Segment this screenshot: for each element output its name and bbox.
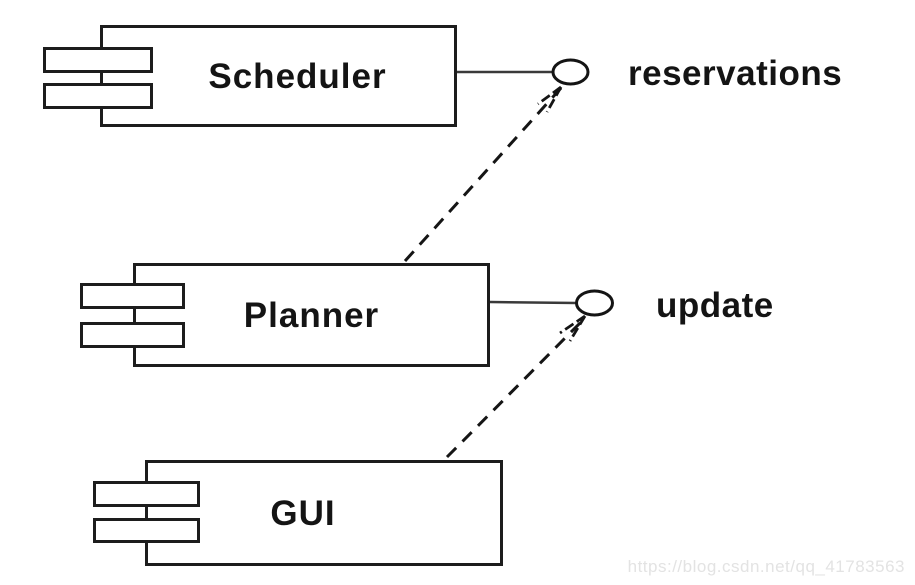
- interface-label-reservations: reservations: [628, 54, 843, 93]
- component-planner-label: Planner: [243, 295, 380, 335]
- watermark-text: https://blog.csdn.net/qq_41783563: [627, 557, 905, 576]
- component-icon-tab: [93, 481, 200, 507]
- gui-update-dependency-line: [445, 316, 587, 459]
- component-planner: Planner: [133, 263, 490, 367]
- component-icon-tab: [43, 83, 153, 109]
- interface-label-update: update: [656, 286, 774, 325]
- component-scheduler-label: Scheduler: [208, 56, 387, 96]
- planner-reservations-arrowhead-icon: [537, 85, 563, 113]
- component-icon-tab: [80, 322, 185, 348]
- component-icon-tab: [80, 283, 185, 309]
- component-scheduler: Scheduler: [100, 25, 457, 127]
- planner-reservations-dependency-line: [403, 86, 563, 263]
- reservations-lollipop-interface-icon: [551, 58, 590, 86]
- component-gui: GUI: [145, 460, 503, 566]
- component-icon-tab: [43, 47, 153, 73]
- planner-update-connector-line: [489, 300, 578, 305]
- component-icon-tab: [93, 518, 200, 543]
- gui-update-arrowhead-icon: [559, 314, 587, 342]
- component-gui-label: GUI: [270, 493, 336, 533]
- update-lollipop-interface-icon: [575, 289, 614, 317]
